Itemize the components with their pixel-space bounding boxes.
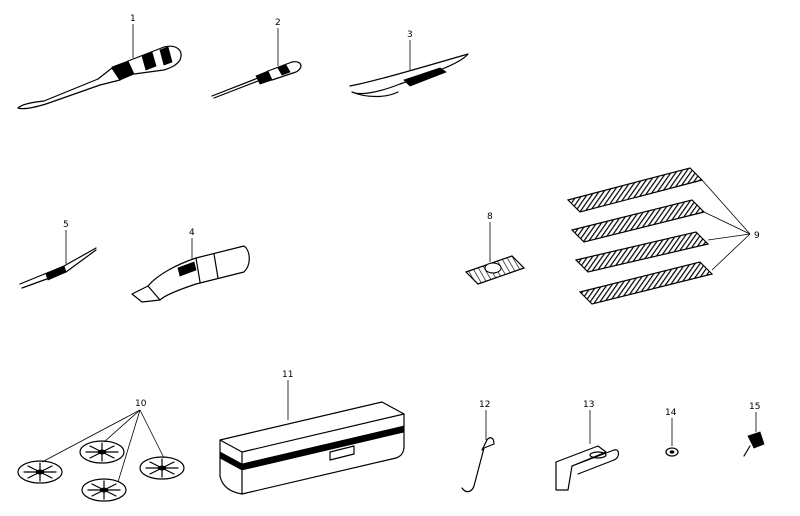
patch-drawing xyxy=(464,255,526,285)
callout-13: 13 xyxy=(583,400,594,410)
callout-15: 15 xyxy=(749,402,760,412)
screwdriver-small-drawing xyxy=(211,61,302,99)
bracket-drawing xyxy=(555,445,620,491)
callout-12: 12 xyxy=(479,400,490,410)
callout-3: 3 xyxy=(407,30,413,40)
nut-drawing xyxy=(665,447,679,457)
tire-lever-drawing xyxy=(349,53,469,98)
callout-8: 8 xyxy=(487,212,493,222)
leader-lines-10 xyxy=(41,409,165,483)
callout-14: 14 xyxy=(665,408,677,418)
washers-drawing xyxy=(17,440,185,502)
valve-cap-drawing xyxy=(743,431,765,457)
callout-9: 9 xyxy=(754,231,760,241)
callout-1: 1 xyxy=(130,14,136,24)
tool-case-drawing xyxy=(219,401,405,495)
callout-5: 5 xyxy=(63,220,69,230)
screwdriver-large-drawing xyxy=(17,45,182,110)
wire-clip-drawing xyxy=(461,437,495,493)
leader-lines-9 xyxy=(701,179,751,271)
callout-4: 4 xyxy=(189,228,195,238)
patch-strips-drawing xyxy=(566,167,714,305)
callout-2: 2 xyxy=(275,18,281,28)
pump-adapter-drawing xyxy=(131,245,250,303)
tire-tool-drawing xyxy=(19,247,97,289)
callout-10: 10 xyxy=(135,399,147,409)
callout-11: 11 xyxy=(282,370,293,380)
